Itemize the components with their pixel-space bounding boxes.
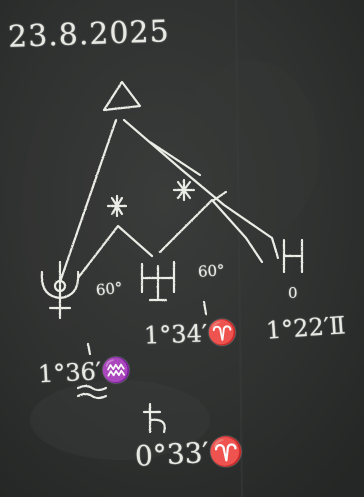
connection-line	[122, 118, 280, 260]
star-mark	[172, 178, 196, 202]
aspect-left-label: 60°	[95, 278, 124, 300]
connection-line	[148, 140, 202, 177]
eraser-smudge	[180, 60, 320, 240]
aquarius-squiggle	[76, 392, 108, 400]
eraser-smudge	[30, 380, 210, 460]
aspect-middle-label: 60°	[197, 261, 226, 281]
top-triangle-symbol	[102, 80, 142, 112]
star-mark	[106, 194, 128, 218]
position-left-label: 1°36′♒	[37, 355, 132, 389]
h-glyph	[282, 238, 304, 274]
tick-mark	[86, 342, 92, 356]
connection-line	[158, 198, 264, 264]
connection-line	[58, 118, 118, 284]
position-right-label: 1°22′Ⅱ	[265, 311, 347, 345]
connection-line	[76, 224, 154, 280]
connection-line	[212, 190, 228, 202]
saturn-glyph	[142, 402, 166, 434]
neptune-glyph	[53, 279, 67, 293]
aquarius-squiggle	[76, 384, 108, 392]
board-seam	[235, 0, 243, 497]
position-bottom-label: 0°33′♈	[134, 434, 245, 473]
uranus-glyph	[140, 260, 176, 302]
tick-mark	[202, 300, 208, 316]
position-middle-label: 1°34′♈	[143, 318, 238, 350]
aspect-right-label: 0	[288, 284, 298, 302]
date-label: 23.8.2025	[7, 14, 171, 55]
